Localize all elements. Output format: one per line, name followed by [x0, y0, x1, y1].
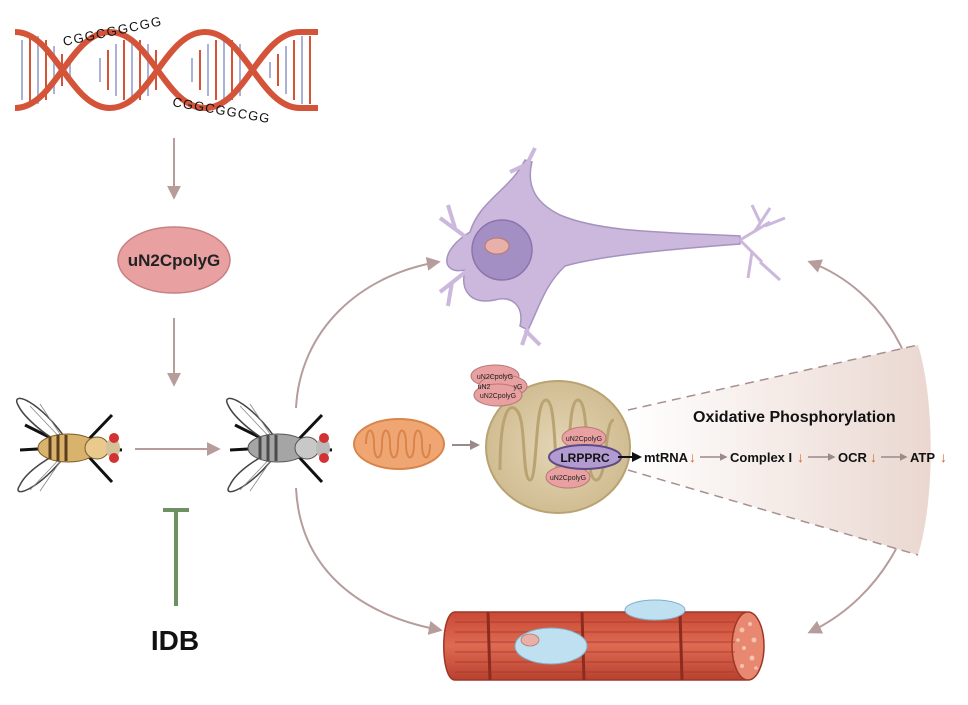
arrow-fly-to-muscle — [295, 487, 443, 635]
inhibitor-label: IDB — [151, 625, 199, 656]
wedge-edge-bottom — [627, 469, 919, 556]
dna-repeat-top: CGGCGGCGG — [62, 13, 163, 48]
dna-helix: CGGCGGCGG CGGCGGCGG — [14, 13, 318, 126]
chain-atp: ATP — [910, 450, 935, 465]
oxphos-title: Oxidative Phosphorylation — [693, 409, 896, 426]
fly-wildtype — [15, 397, 123, 493]
aggregate-label-3: uN2CpolyG — [480, 393, 516, 400]
protein-label: uN2CpolyG — [128, 251, 221, 270]
aggregate-cluster: uN2CpolyG uN2 yG uN2CpolyG — [470, 364, 528, 407]
arrow-fly-to-neuron — [295, 256, 441, 409]
chain-mtrna: mtRNA — [644, 450, 689, 465]
chain-complex-down: ↓ — [797, 449, 804, 465]
protein-node: uN2CpolyG — [117, 226, 231, 294]
aggregate-label-1: uN2CpolyG — [477, 374, 513, 381]
fly-model — [225, 397, 333, 493]
dna-strand-b — [14, 28, 318, 112]
oxphos-wedge — [628, 345, 931, 555]
muscle-fiber — [443, 599, 765, 681]
chain-ocr: OCR — [838, 450, 868, 465]
protein-blob-lower-label: uN2CpolyG — [550, 475, 586, 482]
chain-mtrna-down: ↓ — [689, 449, 696, 465]
chain-ocr-down: ↓ — [870, 449, 877, 465]
dna-repeat-bottom: CGGCGGCGG — [171, 94, 270, 126]
neuron — [438, 147, 786, 347]
aggregate-label-2b: yG — [514, 384, 523, 391]
chain-complex-i: Complex I — [730, 450, 792, 465]
wedge-edge-top — [627, 344, 919, 411]
aggregate-label-2a: uN2 — [478, 384, 491, 391]
lrpprc-label: LRPPRC — [560, 451, 610, 465]
protein-blob-upper-label: uN2CpolyG — [566, 436, 602, 443]
chain-atp-down: ↓ — [940, 449, 947, 465]
inhibitor-symbol — [163, 508, 189, 606]
mitochondrion-small — [353, 418, 445, 470]
